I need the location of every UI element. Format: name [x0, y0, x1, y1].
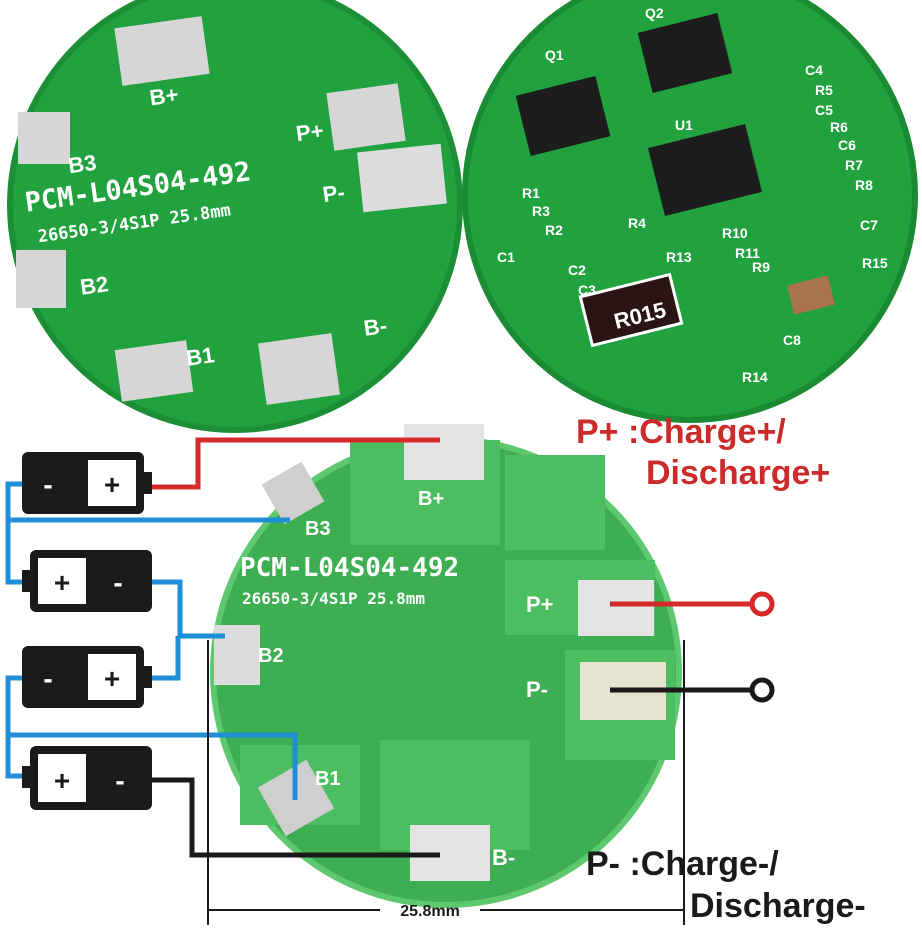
battery-positive-sign: + — [54, 765, 70, 796]
battery-positive-sign: + — [104, 469, 120, 500]
mosfet-q1 — [515, 76, 611, 156]
pad-b3 — [261, 461, 325, 525]
label-r9: R9 — [752, 259, 770, 275]
label-p-plus: P+ — [526, 592, 554, 617]
capacitor-c8 — [786, 275, 836, 315]
pad-b2 — [16, 250, 66, 308]
label-b2: B2 — [258, 645, 284, 667]
label-r2: R2 — [545, 222, 563, 238]
p-minus-annotation-line2: Discharge- — [690, 887, 866, 925]
label-b-plus: B+ — [148, 82, 180, 111]
label-b1: B1 — [315, 768, 341, 790]
label-c2: C2 — [568, 262, 586, 278]
ic-u1 — [648, 123, 762, 217]
pad-p-plus — [326, 83, 406, 151]
label-p-minus: P- — [321, 179, 346, 207]
label-b-minus: B- — [362, 313, 388, 341]
battery-negative-sign: - — [43, 469, 52, 500]
label-b3: B3 — [67, 150, 98, 179]
label-b-minus: B- — [492, 845, 515, 870]
pad-p-plus — [578, 580, 654, 636]
label-r1: R1 — [522, 185, 540, 201]
model-text: PCM-L04S04-492 — [240, 553, 459, 583]
wire-b-plus — [150, 437, 440, 490]
wire-b1 — [8, 732, 298, 800]
battery-negative-sign: - — [113, 567, 122, 598]
label-c4: C4 — [805, 62, 823, 78]
shunt-resistor — [578, 272, 684, 348]
battery-3: - + — [22, 646, 152, 708]
wiring-board: PCM-L04S04-492 26650-3/4S1P 25.8mm B+ B3… — [210, 424, 682, 908]
label-c1: C1 — [497, 249, 515, 265]
diameter-dimension: 25.8mm — [207, 640, 685, 925]
label-q2: Q2 — [645, 5, 664, 21]
board-front-photo: PCM-L04S04-492 26650-3/4S1P 25.8mm B+ B3… — [7, 0, 463, 433]
battery-negative-sign: - — [43, 663, 52, 694]
battery-1: - + — [22, 452, 152, 514]
board-back-photo: R015 Q1 Q2 U1 C1 C2 C3 C4 C5 C6 C7 C8 R1… — [462, 0, 918, 423]
label-p-minus: P- — [526, 677, 548, 702]
label-r11: R11 — [735, 245, 760, 261]
pad-b-plus — [404, 424, 484, 480]
label-b1: B1 — [185, 342, 216, 371]
pad-b3 — [18, 112, 70, 164]
pad-p-minus — [357, 143, 447, 213]
label-c5: C5 — [815, 102, 833, 118]
wire-b-minus — [150, 777, 440, 858]
label-r14: R14 — [742, 369, 768, 385]
label-r13: R13 — [666, 249, 692, 265]
label-c6: C6 — [838, 137, 856, 153]
label-r4: R4 — [628, 215, 646, 231]
pad-b-plus — [114, 16, 210, 86]
label-c7: C7 — [860, 217, 878, 233]
label-r15: R15 — [862, 255, 888, 271]
label-r5: R5 — [815, 82, 833, 98]
wires — [5, 437, 755, 858]
mosfet-q2 — [637, 13, 733, 93]
label-q1: Q1 — [545, 47, 564, 63]
label-r7: R7 — [845, 157, 863, 173]
battery-negative-sign: - — [115, 765, 124, 796]
label-b-plus: B+ — [418, 488, 444, 510]
label-c3: C3 — [578, 282, 596, 298]
pad-b1 — [114, 340, 194, 402]
battery-2: + - — [22, 550, 152, 612]
terminal-p-plus — [749, 591, 775, 617]
diameter-label: 25.8mm — [400, 903, 460, 920]
label-r3: R3 — [532, 203, 550, 219]
wire-b2-b — [150, 636, 181, 681]
label-r10: R10 — [722, 225, 748, 241]
label-r8: R8 — [855, 177, 873, 193]
terminal-p-minus — [749, 677, 775, 703]
spec-text: 26650-3/4S1P 25.8mm — [242, 589, 425, 608]
label-u1: U1 — [675, 117, 693, 133]
battery-positive-sign: + — [104, 663, 120, 694]
label-b3: B3 — [305, 518, 331, 540]
p-minus-annotation-line1: P- :Charge-/ — [586, 845, 779, 883]
label-p-plus: P+ — [294, 118, 325, 147]
wire-cell3-cell4 — [5, 675, 22, 779]
battery-positive-sign: + — [54, 567, 70, 598]
wire-cell1-cell2 — [5, 481, 22, 585]
p-plus-annotation-line1: P+ :Charge+/ — [576, 413, 786, 451]
label-c8: C8 — [783, 332, 801, 348]
label-r6: R6 — [830, 119, 848, 135]
pad-b-minus — [258, 333, 340, 405]
battery-4: + - — [22, 746, 152, 810]
wire-b2-a — [150, 579, 225, 639]
label-b2: B2 — [79, 271, 110, 300]
p-plus-annotation-line2: Discharge+ — [646, 454, 830, 492]
